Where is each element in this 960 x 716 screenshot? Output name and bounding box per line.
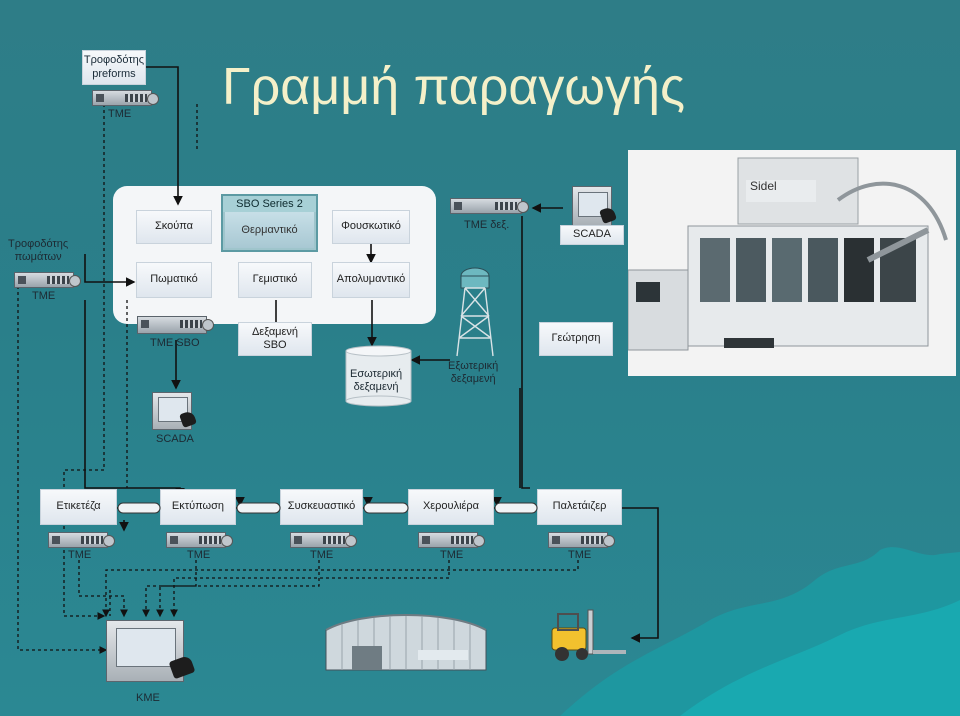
tme-device-preforms [92,90,159,106]
tme-device-sbo [137,316,214,334]
tme-station-5-label: TME [568,549,592,561]
tme-station-1-label: TME [68,549,92,561]
machine-photo: Sidel [628,150,956,376]
sbo-series-label: SBO Series 2 [223,196,316,212]
station-paletaizer-label: Παλετάιζερ [552,500,607,513]
sbo-thermantiko-label: Θερμαντικό [241,224,298,236]
sbo-thermantiko: Θερμαντικό [225,212,314,248]
external-tank-label: Εξωτερική δεξαμενή [448,360,499,385]
scada-monitor-mid [152,392,197,430]
tank-sbo-box: Δεξαμενή SBO [238,322,312,356]
sbo-apolymantiko: Απολυμαντικό [332,262,410,298]
internal-tank-cylinder [345,345,412,407]
hill-decoration [560,547,960,716]
internal-tank-label: Εσωτερική δεξαμενή [350,368,403,393]
kme-monitor [106,620,196,682]
sbo-pomatiko: Πωματικό [136,262,212,298]
tme-sbo-label: TME SBO [150,337,200,349]
sbo-fouskotiko-label: Φουσκωτικό [341,220,401,233]
sbo-gemistiko-label: Γεμιστικό [252,273,298,286]
kme-label: KME [136,692,160,704]
caps-feeder-label: Τροφοδότης πωμάτων [8,238,69,263]
tme-caps-label: TME [32,290,56,302]
tme-tank-label: TME δεξ. [464,219,510,231]
sbo-apolymantiko-label: Απολυμαντικό [336,273,406,286]
tme-device-station-5 [548,532,615,548]
station-paletaizer: Παλετάιζερ [537,489,622,525]
drilling-label: Γεώτρηση [551,332,601,345]
tme-station-4-label: TME [440,549,464,561]
sbo-series-frame: SBO Series 2 Θερμαντικό [221,194,318,252]
sbo-gemistiko: Γεμιστικό [238,262,312,298]
scada-monitor-top [572,186,617,226]
tme-station-3-label: TME [310,549,334,561]
tme-device-caps [14,272,81,288]
station-etiketeza: Ετικετέζα [40,489,117,525]
tme-device-station-2 [166,532,233,548]
tme-station-2-label: TME [187,549,211,561]
tme-device-tank [450,198,529,214]
water-tower-icon [456,267,494,357]
station-syskevastiko: Συσκευαστικό [280,489,363,525]
sbo-skoupa-label: Σκούπα [154,220,194,233]
scada-mid-label: SCADA [156,433,194,445]
drilling-box: Γεώτρηση [539,322,613,356]
station-ektyposi-label: Εκτύπωση [171,500,225,513]
station-etiketeza-label: Ετικετέζα [56,500,101,513]
station-xerouliera: Χερουλιέρα [408,489,494,525]
tme-preforms-label: TME [108,108,132,120]
tme-device-station-1 [48,532,115,548]
scada-top-label: SCADA [573,228,611,241]
sbo-fouskotiko: Φουσκωτικό [332,210,410,244]
photo-brand: Sidel [750,179,777,193]
tme-device-station-4 [418,532,485,548]
tme-device-station-3 [290,532,357,548]
forklift-icon [551,609,626,661]
sbo-skoupa: Σκούπα [136,210,212,244]
sbo-pomatiko-label: Πωματικό [150,273,198,286]
scada-top-box: SCADA [560,225,624,245]
machine-illustration: Sidel [628,150,956,376]
warehouse-icon [325,614,487,671]
preforms-feeder-box: Τροφοδότης preforms [82,50,146,85]
station-ektyposi: Εκτύπωση [160,489,236,525]
page-title: Γραμμή παραγωγής [222,57,685,116]
station-xerouliera-label: Χερουλιέρα [422,500,480,513]
preforms-feeder-label: Τροφοδότης preforms [83,54,145,80]
station-syskevastiko-label: Συσκευαστικό [287,500,356,513]
tank-sbo-label: Δεξαμενή SBO [251,325,299,351]
